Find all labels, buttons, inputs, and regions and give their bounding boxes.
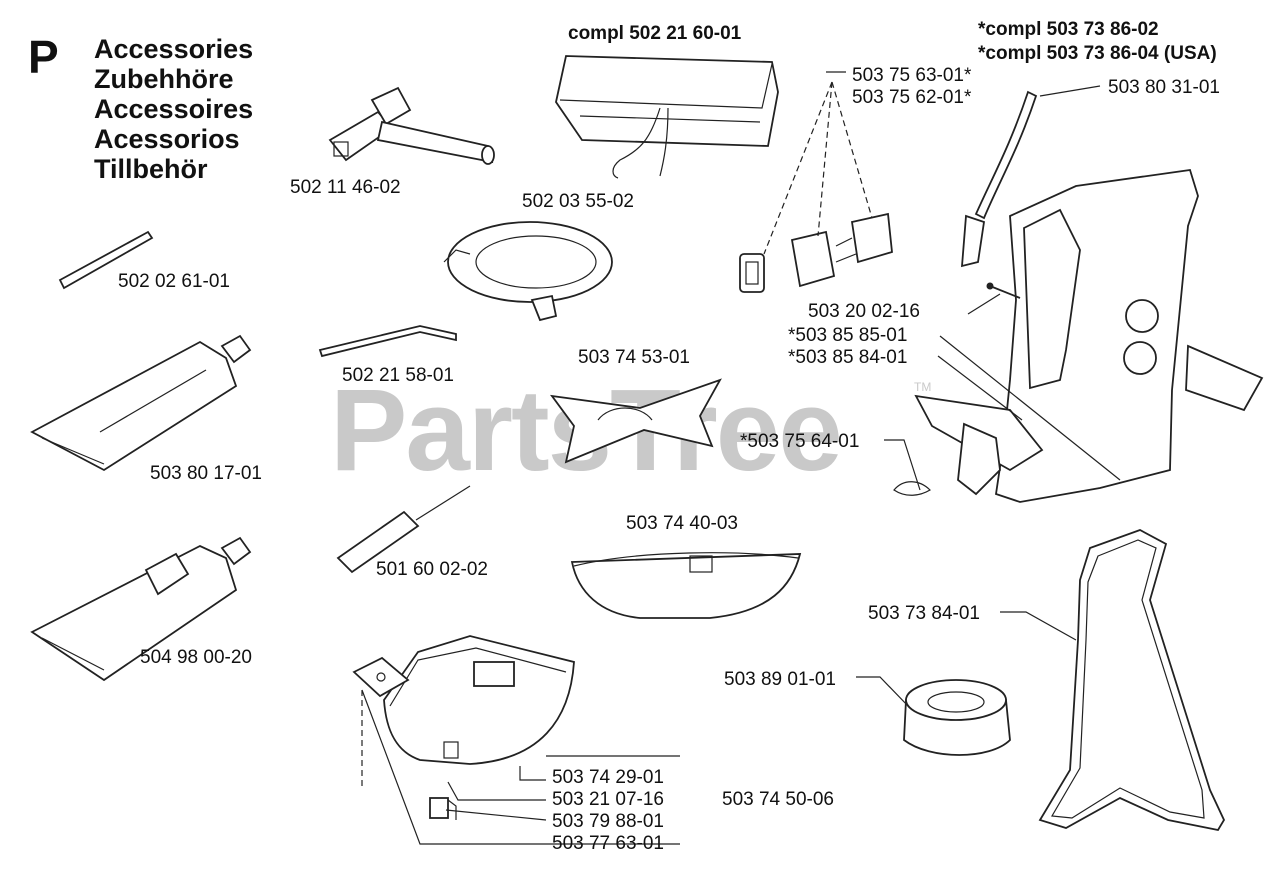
label-clip[interactable]: 503 79 88-01 (552, 811, 664, 832)
section-letter: P (28, 31, 59, 83)
label-guard-screw[interactable]: 503 21 07-16 (552, 789, 664, 810)
clip-part[interactable] (429, 797, 457, 820)
label-blade[interactable]: 503 74 53-01 (578, 347, 690, 368)
strap-part[interactable] (961, 90, 1038, 268)
screw-part[interactable] (986, 282, 1021, 299)
label-guard-large[interactable]: 503 74 29-01 (552, 767, 664, 788)
label-wire-frame[interactable]: 503 73 84-01 (868, 603, 980, 624)
label-hook[interactable]: *503 75 64-01 (740, 431, 860, 452)
hex-key-part[interactable] (318, 325, 457, 358)
hook-part[interactable] (893, 481, 931, 496)
grease-tube-2-part[interactable] (30, 536, 252, 682)
section-titles: Accessories Zubehhöre Accessoires Acesso… (94, 34, 253, 184)
label-pad-1[interactable]: *503 85 85-01 (788, 325, 908, 346)
label-harness-kit-2[interactable]: *compl 503 73 86-04 (USA) (978, 43, 1217, 64)
title-sv: Tillbehör (94, 154, 208, 184)
guard-large-part[interactable] (383, 635, 575, 765)
title-fr: Accessoires (94, 94, 254, 124)
buckle-part[interactable] (739, 212, 893, 293)
label-wrench[interactable]: 502 11 46-02 (290, 177, 401, 198)
label-file[interactable]: 501 60 02-02 (376, 559, 488, 580)
wire-frame-part[interactable] (1038, 529, 1226, 832)
label-hex-key[interactable]: 502 21 58-01 (342, 365, 454, 386)
label-grease-tube-2[interactable]: 504 98 00-20 (140, 647, 252, 668)
watermark-trademark: TM (914, 380, 932, 394)
label-guard-small[interactable]: 503 74 40-03 (626, 513, 738, 534)
bag-part[interactable] (555, 55, 779, 179)
grease-tube-part[interactable] (30, 334, 252, 472)
label-harness-kit-1[interactable]: *compl 503 73 86-02 (978, 19, 1159, 40)
label-pad-2[interactable]: *503 85 84-01 (788, 347, 908, 368)
label-screw[interactable]: 503 20 02-16 (808, 301, 920, 322)
spool-cover-part[interactable] (443, 221, 613, 322)
label-strap[interactable]: 503 80 31-01 (1108, 77, 1220, 98)
guard-small-part[interactable] (570, 552, 802, 619)
label-cup[interactable]: 503 89 01-01 (724, 669, 836, 690)
title-en: Accessories (94, 34, 254, 64)
label-grease-tube[interactable]: 503 80 17-01 (150, 463, 262, 484)
label-buckle-1[interactable]: 503 75 63-01* (852, 65, 972, 86)
wrench-part[interactable] (328, 86, 495, 165)
pin-part[interactable] (58, 230, 154, 290)
harness-part[interactable] (914, 169, 1264, 503)
label-guard-kit[interactable]: 503 74 50-06 (722, 789, 834, 810)
label-plate[interactable]: 503 77 63-01 (552, 833, 664, 854)
plate-part[interactable] (352, 656, 410, 698)
label-bag-kit[interactable]: compl 502 21 60-01 (568, 23, 742, 44)
cup-part[interactable] (903, 679, 1011, 756)
label-spool-cover[interactable]: 502 03 55-02 (522, 191, 634, 212)
title-de: Zubehhöre (94, 64, 234, 94)
leader-lines (361, 71, 1121, 845)
file-part[interactable] (336, 485, 471, 574)
label-pin[interactable]: 502 02 61-01 (118, 271, 230, 292)
blade-part[interactable] (550, 378, 722, 464)
title-pt: Acessorios (94, 124, 240, 154)
label-buckle-2[interactable]: 503 75 62-01* (852, 87, 972, 108)
